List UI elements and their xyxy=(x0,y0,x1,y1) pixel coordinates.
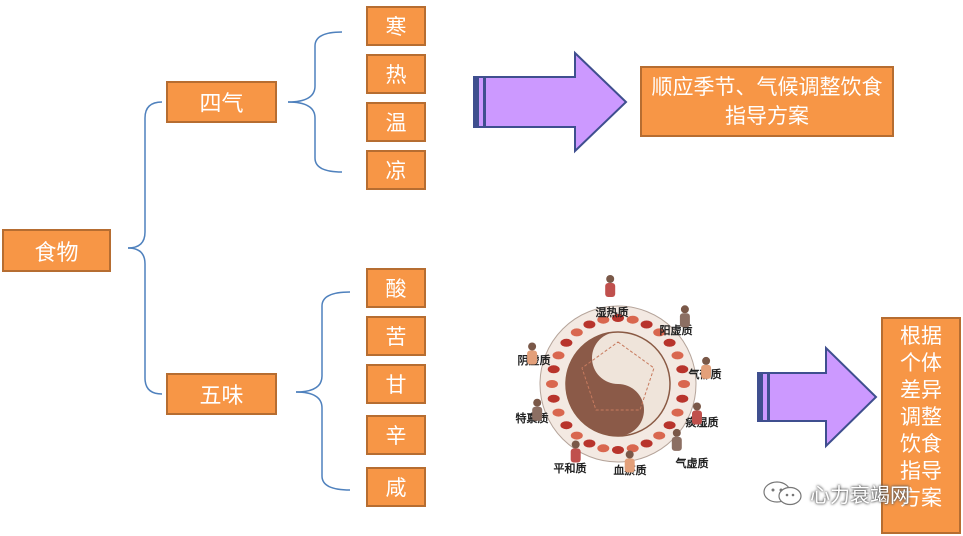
wechat-icon xyxy=(763,481,802,506)
ring-token xyxy=(626,315,639,324)
person-figure-icon xyxy=(679,305,690,328)
ring-token xyxy=(640,439,653,448)
constitution-type-label: 平和质 xyxy=(554,461,587,475)
leaf-node-label: 酸 xyxy=(385,277,407,301)
ring-token xyxy=(583,320,596,329)
leaf-node-pungent: 辛 xyxy=(366,415,426,455)
leaf-node-label: 热 xyxy=(385,63,407,87)
branch-node-label: 四气 xyxy=(199,92,244,117)
figure-icons xyxy=(527,275,712,473)
person-figure-icon xyxy=(624,450,635,473)
ring-token xyxy=(653,328,666,337)
person-figure-icon xyxy=(570,440,581,463)
wuwei-bracket xyxy=(295,291,351,393)
leaf-node-label: 咸 xyxy=(385,476,407,500)
leaf-node-label: 寒 xyxy=(385,15,407,39)
ring-token xyxy=(663,421,676,430)
ring-token xyxy=(612,446,624,454)
leaf-node-bitter: 苦 xyxy=(366,316,426,356)
leaf-node-cool: 凉 xyxy=(366,150,426,190)
ring-token xyxy=(552,408,565,417)
ring-token xyxy=(547,365,560,374)
ring-token xyxy=(597,444,610,453)
wheel-group: 湿热质阳虚质气郁质痰湿质气虚质血瘀质平和质特禀质阴虚质 xyxy=(516,275,722,477)
root-node-food: 食物 xyxy=(2,229,111,272)
leaf-node-sour: 酸 xyxy=(366,268,426,308)
wheel-ring xyxy=(546,314,690,454)
ring-token xyxy=(671,351,684,360)
ring-token xyxy=(560,421,573,430)
leaf-node-hot: 热 xyxy=(366,54,426,94)
root-node-label: 食物 xyxy=(34,240,79,266)
branch-node-five-flavors: 五味 xyxy=(166,373,277,415)
constitution-type-label: 气虚质 xyxy=(675,456,709,470)
ring-token xyxy=(570,431,583,440)
person-figure-icon xyxy=(527,342,538,365)
leaf-node-warm: 温 xyxy=(366,102,426,142)
leaf-node-salty: 咸 xyxy=(366,467,426,507)
ring-token xyxy=(676,394,689,403)
person-figure-icon xyxy=(671,428,682,451)
watermark-text: 心力衰竭网 xyxy=(810,482,910,507)
watermark: 心力衰竭网 xyxy=(762,478,910,508)
ring-token xyxy=(546,380,558,388)
ring-token xyxy=(570,328,583,337)
ring-token xyxy=(663,338,676,347)
leaf-node-label: 凉 xyxy=(385,159,407,183)
ring-token xyxy=(626,444,639,453)
ring-token xyxy=(640,320,653,329)
root-bracket xyxy=(127,101,163,249)
ring-token xyxy=(678,380,690,388)
constitution-type-label: 特禀质 xyxy=(516,411,549,425)
result-box-label: 顺应季节、气候调整饮食指导方案 xyxy=(651,74,883,128)
result-box-seasonal: 顺应季节、气候调整饮食指导方案 xyxy=(640,66,894,137)
branch-node-label: 五味 xyxy=(199,384,244,409)
right-arrow-icon xyxy=(473,50,628,154)
person-figure-icon xyxy=(532,398,543,421)
ring-token xyxy=(671,408,684,417)
ring-token xyxy=(676,365,689,374)
ring-token xyxy=(547,394,560,403)
ring-token xyxy=(560,338,573,347)
ring-token xyxy=(653,431,666,440)
ring-token xyxy=(597,315,610,324)
result-box-individual: 根据个体差异调整饮食指导方案 xyxy=(881,317,961,534)
ring-token xyxy=(612,314,624,322)
leaf-node-sweet: 甘 xyxy=(366,364,426,404)
constitution-type-label: 湿热质 xyxy=(596,305,629,319)
leaf-node-label: 苦 xyxy=(385,325,407,349)
result-box-label: 根据个体差异调整饮食指导方案 xyxy=(900,324,942,510)
leaf-node-label: 辛 xyxy=(385,424,407,448)
person-figure-icon xyxy=(605,275,616,297)
right-arrow-icon xyxy=(757,345,878,449)
ring-token xyxy=(552,351,565,360)
branch-node-four-qi: 四气 xyxy=(166,81,277,123)
leaf-node-label: 甘 xyxy=(385,373,407,397)
yin-yang-icon xyxy=(565,331,671,437)
person-figure-icon xyxy=(701,356,712,379)
ring-token xyxy=(583,439,596,448)
person-figure-icon xyxy=(692,402,702,425)
leaf-node-label: 温 xyxy=(385,111,407,135)
leaf-node-cold: 寒 xyxy=(366,6,426,46)
siqi-bracket xyxy=(287,31,343,103)
